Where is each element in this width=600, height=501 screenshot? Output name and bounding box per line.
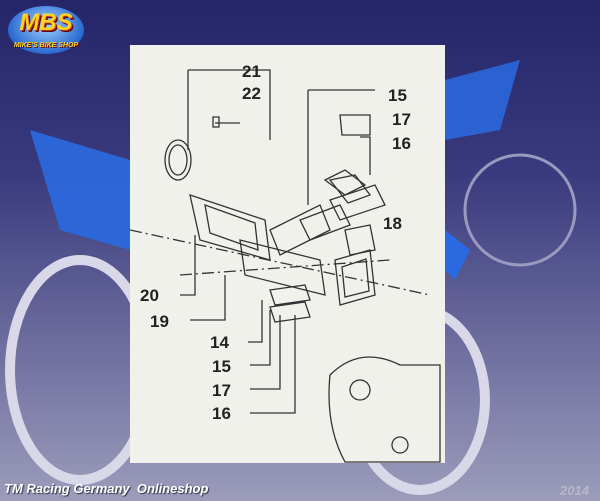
label-21: 21 — [242, 62, 261, 81]
logo-title: MBS — [19, 9, 73, 36]
label-22: 22 — [242, 84, 261, 103]
logo-subtitle: MIKE'S BIKE SHOP — [13, 42, 79, 49]
mbs-logo[interactable]: MBS MIKE'S BIKE SHOP — [8, 6, 84, 54]
copyright-year: 2014 — [560, 483, 589, 498]
label-17b: 17 — [212, 381, 231, 400]
label-19: 19 — [150, 312, 169, 331]
label-16: 16 — [392, 134, 411, 153]
label-16b: 16 — [212, 404, 231, 423]
parts-diagram: 21 22 15 17 16 18 20 19 14 15 17 16 — [130, 62, 441, 463]
shop-footer-title: TM Racing Germany Onlineshop — [4, 481, 209, 496]
label-17: 17 — [392, 110, 411, 129]
label-15b: 15 — [212, 357, 231, 376]
label-20: 20 — [140, 286, 159, 305]
label-14: 14 — [210, 333, 229, 352]
label-15: 15 — [388, 86, 407, 105]
parts-diagram-panel: 21 22 15 17 16 18 20 19 14 15 17 16 — [130, 45, 445, 463]
label-18: 18 — [383, 214, 402, 233]
